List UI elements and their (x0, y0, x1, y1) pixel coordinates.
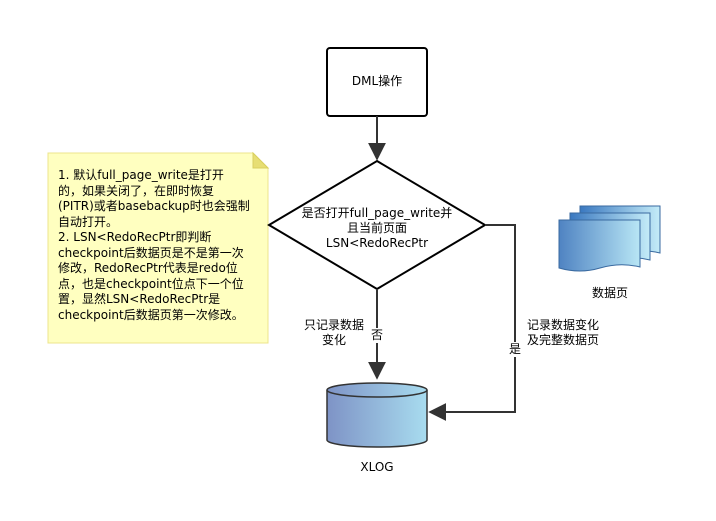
note-line: checkpoint后数据页是不是第一次 (58, 245, 244, 260)
arrow-yes-branch (428, 224, 516, 421)
yes-branch-label: 是 (508, 342, 523, 357)
data-page-icon (558, 205, 661, 272)
decision-label: 是否打开full_page_write并 且当前页面 LSN<RedoRecPt… (287, 206, 467, 251)
yes-desc-line-1: 记录数据变化 (526, 318, 599, 332)
yes-desc-line-2: 及完整数据页 (526, 333, 599, 347)
xlog-cylinder (326, 382, 428, 448)
no-branch-label: 否 (370, 328, 385, 343)
note-line: 2. LSN<RedoRecPtr即判断 (58, 230, 212, 244)
note-line: 1. 默认full_page_write是打开 (58, 168, 224, 182)
dml-box-label: DML操作 (351, 74, 403, 88)
yes-branch-description: 记录数据变化 及完整数据页 (516, 318, 610, 348)
note-line: 修改，RedoRecPtr代表是redo位 (58, 261, 238, 275)
note-line: 置，显然LSN<RedoRecPtr是 (58, 292, 221, 306)
xlog-label: XLOG (360, 460, 394, 474)
note-line: 自动打开。 (58, 214, 119, 229)
no-branch-description: 只记录数据 变化 (296, 318, 372, 348)
no-desc-line-1: 只记录数据 (303, 318, 364, 332)
annotation-note-text: 1. 默认full_page_write是打开 的，如果关闭了，在即时恢复 (P… (58, 168, 264, 323)
no-desc-line-2: 变化 (321, 333, 346, 347)
decision-line-2: 且当前页面 (346, 221, 407, 235)
annotation-note-shape (47, 151, 270, 344)
note-line: 点，也是checkpoint位点下一个位 (58, 276, 244, 291)
note-line: (PITR)或者basebackup时也会强制 (58, 199, 250, 213)
note-line: checkpoint后数据页第一次修改。 (58, 307, 244, 322)
note-line: 的，如果关闭了，在即时恢复 (58, 183, 215, 198)
data-page-label: 数据页 (591, 286, 628, 300)
decision-line-3: LSN<RedoRecPtr (325, 236, 429, 250)
decision-line-1: 是否打开full_page_write并 (301, 206, 453, 220)
